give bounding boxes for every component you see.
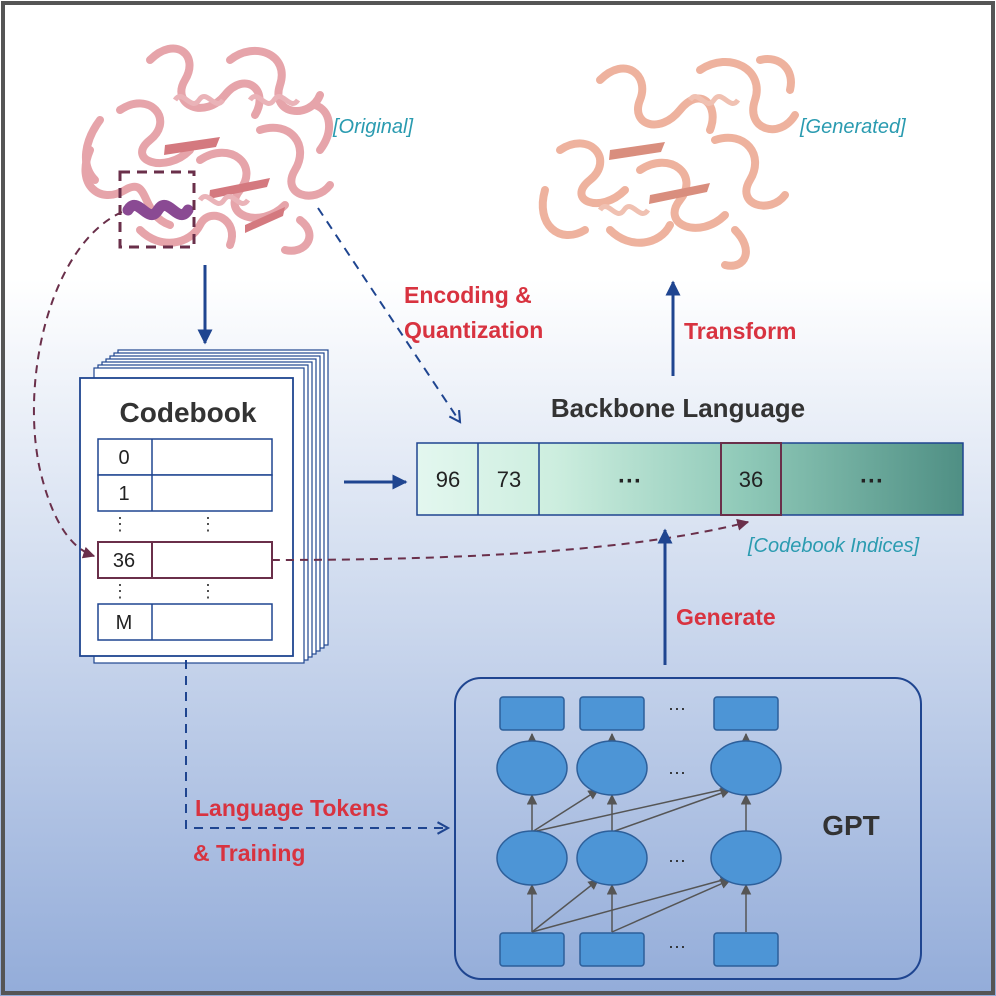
gpt-hidden-node	[576, 830, 648, 886]
codebook-row-36: 36	[97, 541, 273, 579]
gpt-output-token	[713, 696, 779, 731]
token-36: 36	[739, 467, 763, 492]
highlighted-helix	[122, 200, 194, 220]
gpt-connections	[526, 732, 752, 933]
codebook-row-m: M	[97, 603, 273, 641]
token-sequence: 96 73 ··· 36 ···	[416, 442, 964, 516]
helix-to-codebook-curve	[32, 211, 123, 559]
codebook: Codebook 0 1 ⋮ ⋮ 36 ⋮ ⋮ M	[79, 349, 329, 664]
gpt-input-token	[499, 932, 565, 967]
codebook-to-sequence-curve	[271, 518, 750, 561]
gpt-model: GPT ··· ···	[454, 677, 922, 980]
gpt-output-token	[579, 696, 645, 731]
gpt-label: GPT	[822, 810, 880, 841]
codebook-index-0: 0	[118, 447, 129, 469]
generated-label: [Generated]	[799, 116, 906, 138]
codebook-vdots-right-1: ⋮	[199, 514, 217, 534]
gpt-ellipsis-top: ···	[668, 698, 686, 718]
codebook-indices-label: [Codebook Indices]	[747, 535, 920, 557]
generate-label: Generate	[676, 604, 776, 630]
codebook-row-1: 1	[97, 474, 273, 512]
original-protein-structure	[81, 44, 334, 255]
gpt-hidden-node	[710, 740, 782, 796]
codebook-index-36: 36	[113, 550, 135, 572]
token-ellipsis-2: ···	[860, 468, 884, 495]
language-tokens-label-line2: & Training	[193, 840, 305, 866]
gpt-ellipsis-low: ···	[668, 850, 686, 870]
gpt-ellipsis-bottom: ···	[668, 936, 686, 956]
gpt-ellipsis-mid: ···	[668, 762, 686, 782]
codebook-index-m: M	[116, 612, 133, 634]
highlight-box	[118, 170, 196, 249]
gpt-output-token	[499, 696, 565, 731]
original-label: [Original]	[332, 116, 413, 138]
gpt-hidden-node	[710, 830, 782, 886]
backbone-language-title: Backbone Language	[551, 393, 805, 423]
token-ellipsis-1: ···	[618, 468, 642, 495]
gpt-input-token	[713, 932, 779, 967]
gpt-hidden-node	[576, 740, 648, 796]
generated-protein-structure	[538, 55, 799, 270]
gpt-hidden-node	[496, 830, 568, 886]
gpt-hidden-node	[496, 740, 568, 796]
gpt-container	[454, 677, 922, 980]
codebook-index-1: 1	[118, 483, 129, 505]
token-highlight-36	[720, 442, 782, 516]
encoding-label-line2: Quantization	[404, 317, 543, 343]
codebook-vdots-left-2: ⋮	[111, 581, 129, 601]
codebook-vdots-right-2: ⋮	[199, 581, 217, 601]
language-tokens-label-line1: Language Tokens	[195, 795, 389, 821]
token-96: 96	[436, 467, 460, 492]
codebook-row-0: 0	[97, 438, 273, 476]
gpt-input-token	[579, 932, 645, 967]
codebook-vdots-left-1: ⋮	[111, 514, 129, 534]
encoding-label-line1: Encoding &	[404, 282, 532, 308]
token-73: 73	[497, 467, 521, 492]
language-tokens-dashed-arrow	[185, 660, 451, 835]
transform-label: Transform	[684, 318, 796, 344]
encoding-dashed-arrow	[317, 207, 462, 424]
codebook-title: Codebook	[120, 397, 257, 428]
